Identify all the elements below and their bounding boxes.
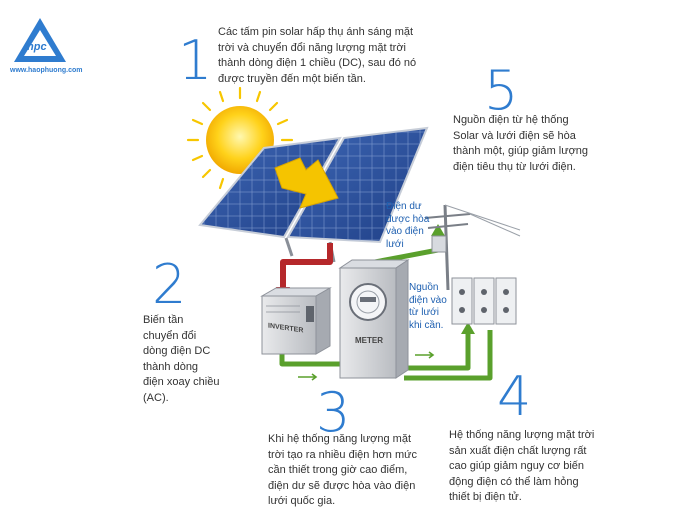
step-3-text: Khi hệ thống năng lượng mặt trời tạo ra … — [268, 433, 417, 507]
step-2-text: Biến tần chuyển đổi dòng điện DC thành d… — [143, 314, 220, 404]
company-logo — [14, 18, 66, 62]
meter-box — [338, 259, 410, 379]
utility-pole-icon — [424, 204, 521, 291]
step-3-number: 3 — [316, 381, 351, 444]
power-outlets-icon — [451, 277, 517, 325]
dc-wire — [280, 243, 333, 292]
surplus-to-grid-note: Điện dư được hòa vào điện lưới — [386, 201, 430, 250]
step-2-number: 2 — [152, 253, 187, 316]
inverter-box — [260, 287, 332, 355]
solar-panel-array — [198, 126, 429, 263]
logo-mark-text: hpc — [27, 41, 47, 53]
logo-url: www.haophuong.com — [10, 67, 83, 74]
step-1-text: Các tấm pin solar hấp thụ ánh sáng mặt t… — [218, 26, 417, 85]
step-5-text: Nguồn điện từ hệ thống Solar và lưới điệ… — [453, 114, 589, 173]
step-5-number: 5 — [484, 59, 519, 122]
step-4-text: Hệ thống năng lượng mặt trời sản xuất đi… — [449, 429, 595, 503]
sunlight-arrow-icon — [274, 157, 339, 209]
step-4-number: 4 — [497, 365, 532, 428]
meter-label: METER — [355, 336, 383, 345]
grid-when-needed-note: Nguồn điện vào từ lưới khi cần. — [409, 282, 447, 331]
step-1-number: 1 — [178, 29, 213, 92]
